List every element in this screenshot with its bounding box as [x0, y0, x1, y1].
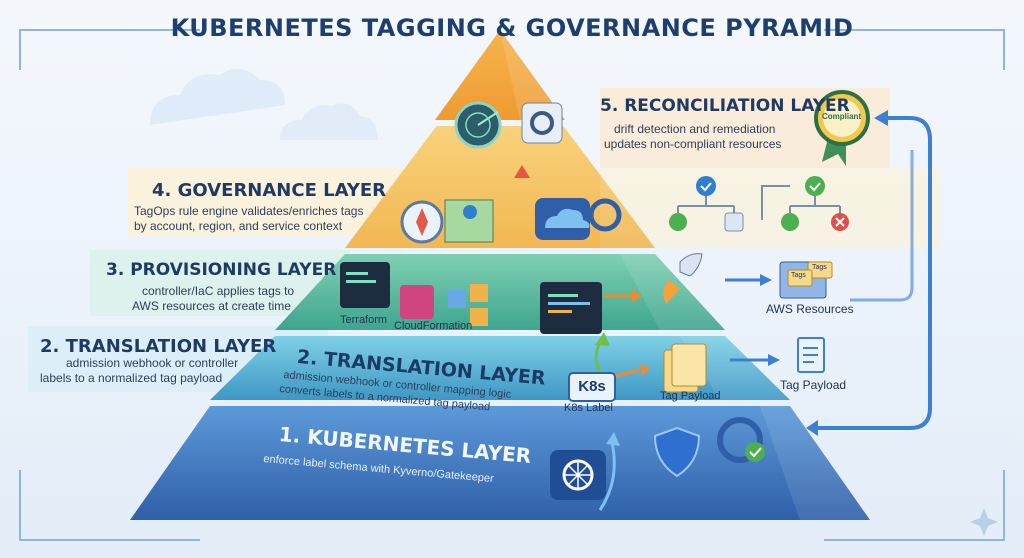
- terminal-icon: [340, 262, 390, 308]
- cube-icon: [470, 284, 488, 302]
- layer2-side-desc-2: labels to a normalized tag payload: [40, 371, 223, 385]
- layer4-desc-2: by account, region, and service context: [134, 219, 343, 233]
- tag-label-1: Tags: [791, 272, 806, 279]
- gear-icon: [717, 417, 763, 463]
- cloud-icon: [150, 68, 285, 125]
- frame-corner-br: [824, 470, 1005, 541]
- k8s-badge: K8s: [568, 372, 616, 402]
- cloud-icon: [280, 103, 378, 140]
- layer5-heading: 5. RECONCILIATION LAYER: [600, 96, 850, 116]
- k8s-badge-text: K8s: [578, 378, 606, 395]
- layer3-desc-1: controller/IaC applies tags to: [142, 284, 295, 298]
- code-editor-icon: [540, 282, 602, 334]
- frame-corner-tl: [19, 29, 200, 70]
- layer5-desc-2: updates non-compliant resources: [604, 137, 782, 151]
- layer4-desc-1: TagOps rule engine validates/enriches ta…: [134, 204, 364, 218]
- warning-icon: [514, 165, 530, 178]
- cube-icon: [448, 290, 466, 308]
- layer3-heading: 3. PROVISIONING LAYER: [106, 260, 337, 280]
- cloudformation-icon: [400, 285, 434, 319]
- sparkle-icon: [970, 508, 998, 536]
- compliant-badge-label: Compliant: [822, 112, 862, 121]
- aws-resources-label: AWS Resources: [766, 302, 854, 316]
- shield-icon: [653, 426, 701, 478]
- layer2-tier: [210, 336, 790, 400]
- layer2-side-heading: 2. TRANSLATION LAYER: [40, 336, 277, 357]
- layer3-desc-2: AWS resources at create time: [132, 299, 291, 313]
- gear-icon: [588, 198, 622, 232]
- terraform-label: Terraform: [340, 314, 388, 326]
- check-icon: [781, 213, 799, 231]
- layer5-desc-1: drift detection and remediation: [614, 122, 776, 136]
- feedback-loop-arrow: [810, 116, 932, 430]
- layer5-tier: [435, 30, 565, 120]
- k8s-label: K8s Label: [564, 402, 613, 414]
- check-icon: [696, 176, 716, 196]
- check-icon: [669, 213, 687, 231]
- layer2-side-desc-1: admission webhook or controller: [66, 356, 239, 370]
- check-icon: [805, 176, 825, 196]
- tag-payload-label: Tag Payload: [780, 378, 847, 392]
- arrow-icon: [598, 441, 616, 511]
- cube-icon: [470, 308, 488, 326]
- layer4-heading: 4. GOVERNANCE LAYER: [152, 180, 387, 201]
- frame-corner-tr: [824, 29, 1005, 70]
- layer2-tag-payload-label: Tag Payload: [660, 390, 721, 402]
- page-title: KUBERNETES TAGGING & GOVERNANCE PYRAMID: [170, 14, 854, 42]
- wrench-gear-icon: [521, 102, 563, 144]
- cloudformation-label: CloudFormation: [394, 320, 473, 332]
- rocket-icon: [679, 253, 703, 277]
- layer4-right-ribbon: [600, 168, 940, 248]
- check-icon: [745, 442, 765, 462]
- frame-corner-bl: [19, 470, 200, 541]
- tag-label-2: Tags: [812, 264, 827, 271]
- tag-icon: [787, 269, 813, 287]
- command-icon: [724, 212, 744, 232]
